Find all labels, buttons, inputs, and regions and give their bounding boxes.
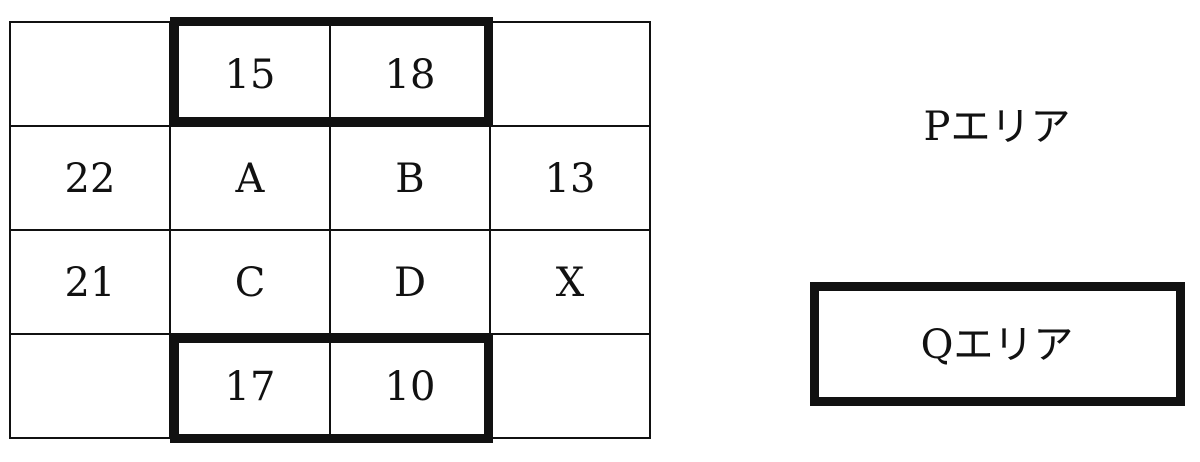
cell-r1-c3: 18 — [385, 52, 436, 98]
cell-r2-c3: B — [395, 156, 424, 202]
cell-r3-c3: D — [394, 260, 426, 306]
q-area-box-bottom — [170, 334, 493, 443]
q-area-box-top — [170, 17, 493, 126]
p-area-label: Pエリア — [924, 104, 1071, 150]
grid-lines — [9, 21, 651, 439]
q-area-boxes — [170, 17, 493, 443]
cell-r4-c2: 17 — [225, 364, 276, 410]
cell-r3-c4: X — [556, 260, 585, 306]
cell-r2-c4: 13 — [545, 156, 596, 202]
cell-r2-c2: A — [235, 156, 266, 202]
cell-r3-c1: 21 — [65, 260, 116, 306]
q-area-label: Qエリア — [921, 322, 1074, 368]
cell-r1-c2: 15 — [225, 52, 276, 98]
q-area-legend-box — [810, 282, 1185, 406]
cell-r2-c1: 22 — [65, 156, 116, 202]
cell-r4-c3: 10 — [385, 364, 436, 410]
cell-r3-c2: C — [235, 260, 266, 306]
